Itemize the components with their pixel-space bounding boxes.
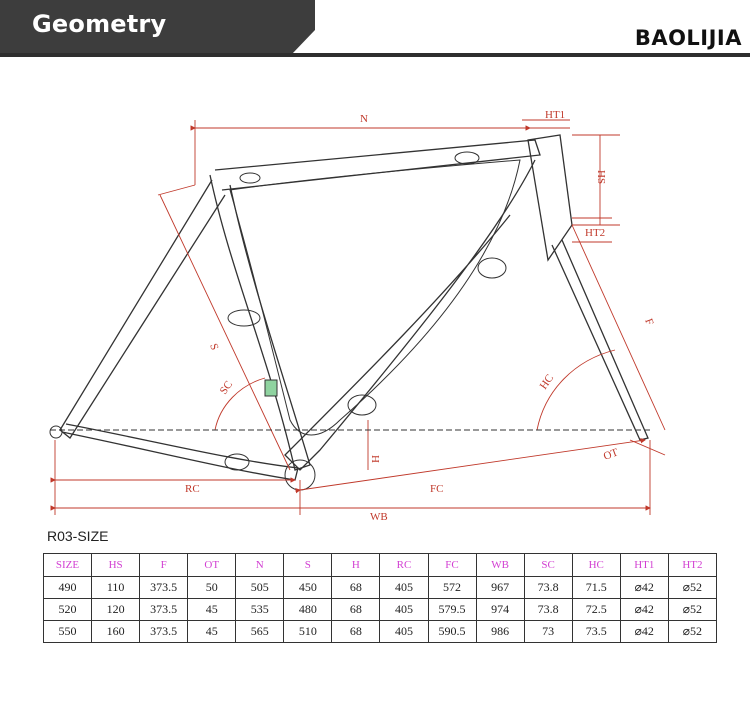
table-cell: 373.5: [139, 598, 189, 621]
brand-name: BAOLIJIA: [634, 26, 742, 50]
table-cell: 405: [379, 576, 429, 599]
label-f: F: [642, 317, 655, 327]
header-tab-shape: [0, 0, 315, 54]
col-header: HT2: [667, 553, 718, 577]
label-wb: WB: [370, 511, 388, 520]
table-cell: 73.8: [523, 598, 573, 621]
table-row: 490 110 373.5 50 505 450 68 405 572 967 …: [42, 576, 718, 599]
label-rc: RC: [185, 483, 200, 495]
label-ht2: HT2: [585, 227, 605, 239]
col-header: S: [283, 553, 333, 577]
table-cell: 590.5: [427, 620, 477, 643]
table-row: 520 120 373.5 45 535 480 68 405 579.5 97…: [42, 598, 718, 621]
dimension-lines: [50, 119, 666, 515]
label-s: S: [207, 342, 220, 352]
geometry-table: SIZE HS F OT N S H RC FC WB SC HC HT1 HT…: [42, 553, 718, 643]
table-cell: 510: [283, 620, 333, 643]
table-cell: 120: [91, 598, 141, 621]
table-cell: 505: [235, 576, 285, 599]
col-header: H: [331, 553, 381, 577]
col-header: HC: [571, 553, 621, 577]
table-cell: 373.5: [139, 620, 189, 643]
col-header: HT1: [619, 553, 669, 577]
table-cell: 73.8: [523, 576, 573, 599]
label-hc: HC: [538, 372, 557, 391]
table-caption: R03-SIZE: [47, 528, 109, 544]
table-cell: ⌀52: [667, 620, 718, 643]
col-header: FC: [427, 553, 477, 577]
table-cell: 45: [187, 598, 237, 621]
table-cell: 579.5: [427, 598, 477, 621]
col-header: HS: [91, 553, 141, 577]
table-row: 550 160 373.5 45 565 510 68 405 590.5 98…: [42, 620, 718, 643]
header-divider: [0, 53, 750, 57]
frame-geometry-drawing: N HT1 HS HT2 F S SC HC H OT RC FC WB: [49, 109, 666, 520]
table-cell: 974: [475, 598, 525, 621]
page-title: Geometry: [32, 10, 167, 38]
table-cell: 160: [91, 620, 141, 643]
col-header: WB: [475, 553, 525, 577]
table-cell: 72.5: [571, 598, 621, 621]
header-tab: Geometry: [0, 0, 315, 54]
label-ot: OT: [602, 446, 620, 462]
label-ht1: HT1: [545, 109, 565, 121]
col-header: N: [235, 553, 285, 577]
table-cell: 550: [42, 620, 93, 643]
table-cell: ⌀52: [667, 576, 718, 599]
table-header-row: SIZE HS F OT N S H RC FC WB SC HC HT1 HT…: [42, 553, 718, 577]
table-cell: 520: [42, 598, 93, 621]
table-cell: 45: [187, 620, 237, 643]
table-cell: 967: [475, 576, 525, 599]
table-cell: 986: [475, 620, 525, 643]
col-header: F: [139, 553, 189, 577]
table-cell: 68: [331, 620, 381, 643]
table-cell: 73.5: [571, 620, 621, 643]
table-cell: ⌀42: [619, 620, 669, 643]
table-cell: 73: [523, 620, 573, 643]
col-header: SIZE: [42, 553, 93, 577]
table-cell: 480: [283, 598, 333, 621]
table-cell: 405: [379, 620, 429, 643]
table-cell: 373.5: [139, 576, 189, 599]
label-sc: SC: [218, 379, 236, 397]
frame-outline: [59, 134, 649, 481]
table-cell: 405: [379, 598, 429, 621]
table-cell: 490: [42, 576, 93, 599]
table-cell: ⌀42: [619, 576, 669, 599]
frame-details: [49, 151, 507, 491]
label-h: H: [369, 455, 381, 463]
col-header: SC: [523, 553, 573, 577]
table-cell: 71.5: [571, 576, 621, 599]
table-cell: 68: [331, 598, 381, 621]
table-cell: 68: [331, 576, 381, 599]
label-fc: FC: [430, 483, 443, 495]
label-hs: HS: [595, 170, 607, 184]
table-cell: 565: [235, 620, 285, 643]
col-header: RC: [379, 553, 429, 577]
table-cell: ⌀42: [619, 598, 669, 621]
table-cell: 450: [283, 576, 333, 599]
table-cell: 572: [427, 576, 477, 599]
col-header: OT: [187, 553, 237, 577]
label-n: N: [360, 113, 368, 125]
table-cell: 535: [235, 598, 285, 621]
table-cell: ⌀52: [667, 598, 718, 621]
table-cell: 50: [187, 576, 237, 599]
table-cell: 110: [91, 576, 141, 599]
